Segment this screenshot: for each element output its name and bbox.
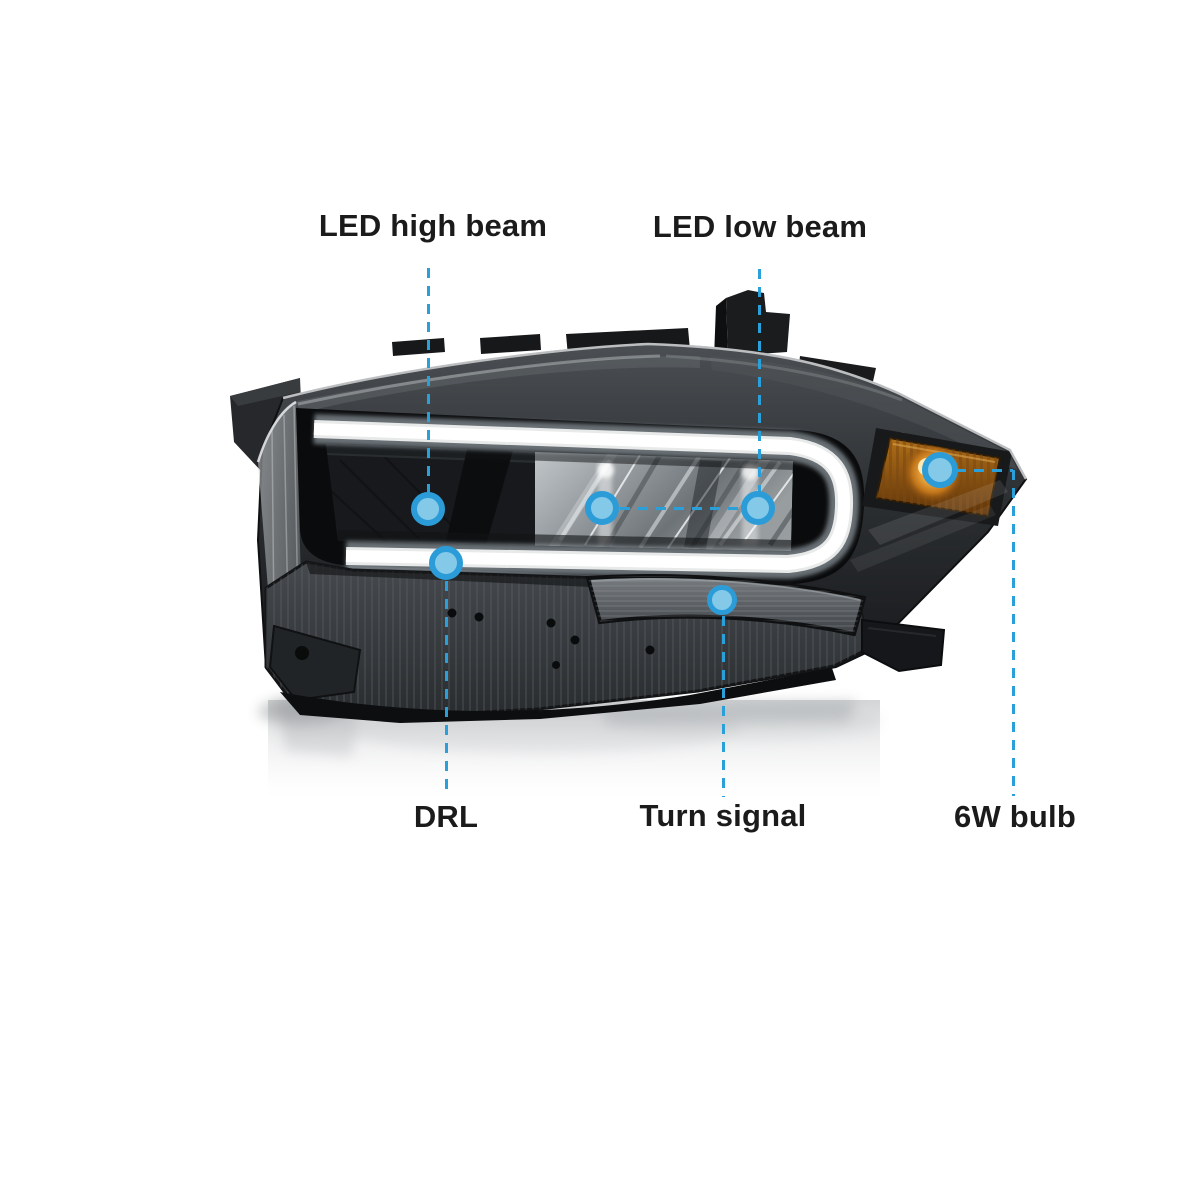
floor-reflection [240, 698, 920, 835]
bracket-bottom-left [268, 624, 362, 702]
leader-line-led-low-beam [757, 269, 761, 492]
drl-light-bar [313, 414, 860, 580]
label-drl: DRL [413, 799, 479, 834]
marker-six-watt-bulb [922, 452, 958, 488]
label-turn-signal: Turn signal [639, 798, 807, 833]
leader-line-led-low-beam-connector [620, 506, 740, 510]
leader-line-led-high-beam [426, 268, 430, 493]
label-six-watt-bulb: 6W bulb [954, 799, 1076, 834]
label-led-low-beam: LED low beam [652, 209, 868, 244]
marker-led-high-beam [411, 492, 445, 526]
marker-led-low-beam-right [741, 491, 775, 525]
label-led-high-beam: LED high beam [318, 208, 548, 243]
bottom-base-band [280, 668, 836, 723]
lens-divider-fin [446, 445, 514, 545]
top-rim-highlight [282, 342, 1028, 480]
marker-turn-signal [707, 585, 737, 615]
bracket-bottom-right [861, 618, 946, 673]
marker-drl [429, 546, 463, 580]
leader-line-six-watt-bulb-horizontal [956, 468, 1013, 472]
leader-line-drl [444, 581, 448, 797]
leader-line-turn-signal [721, 616, 725, 797]
leader-line-six-watt-bulb-vertical [1011, 470, 1015, 796]
screw-holes [447, 608, 655, 669]
marker-led-low-beam-center [585, 491, 619, 525]
